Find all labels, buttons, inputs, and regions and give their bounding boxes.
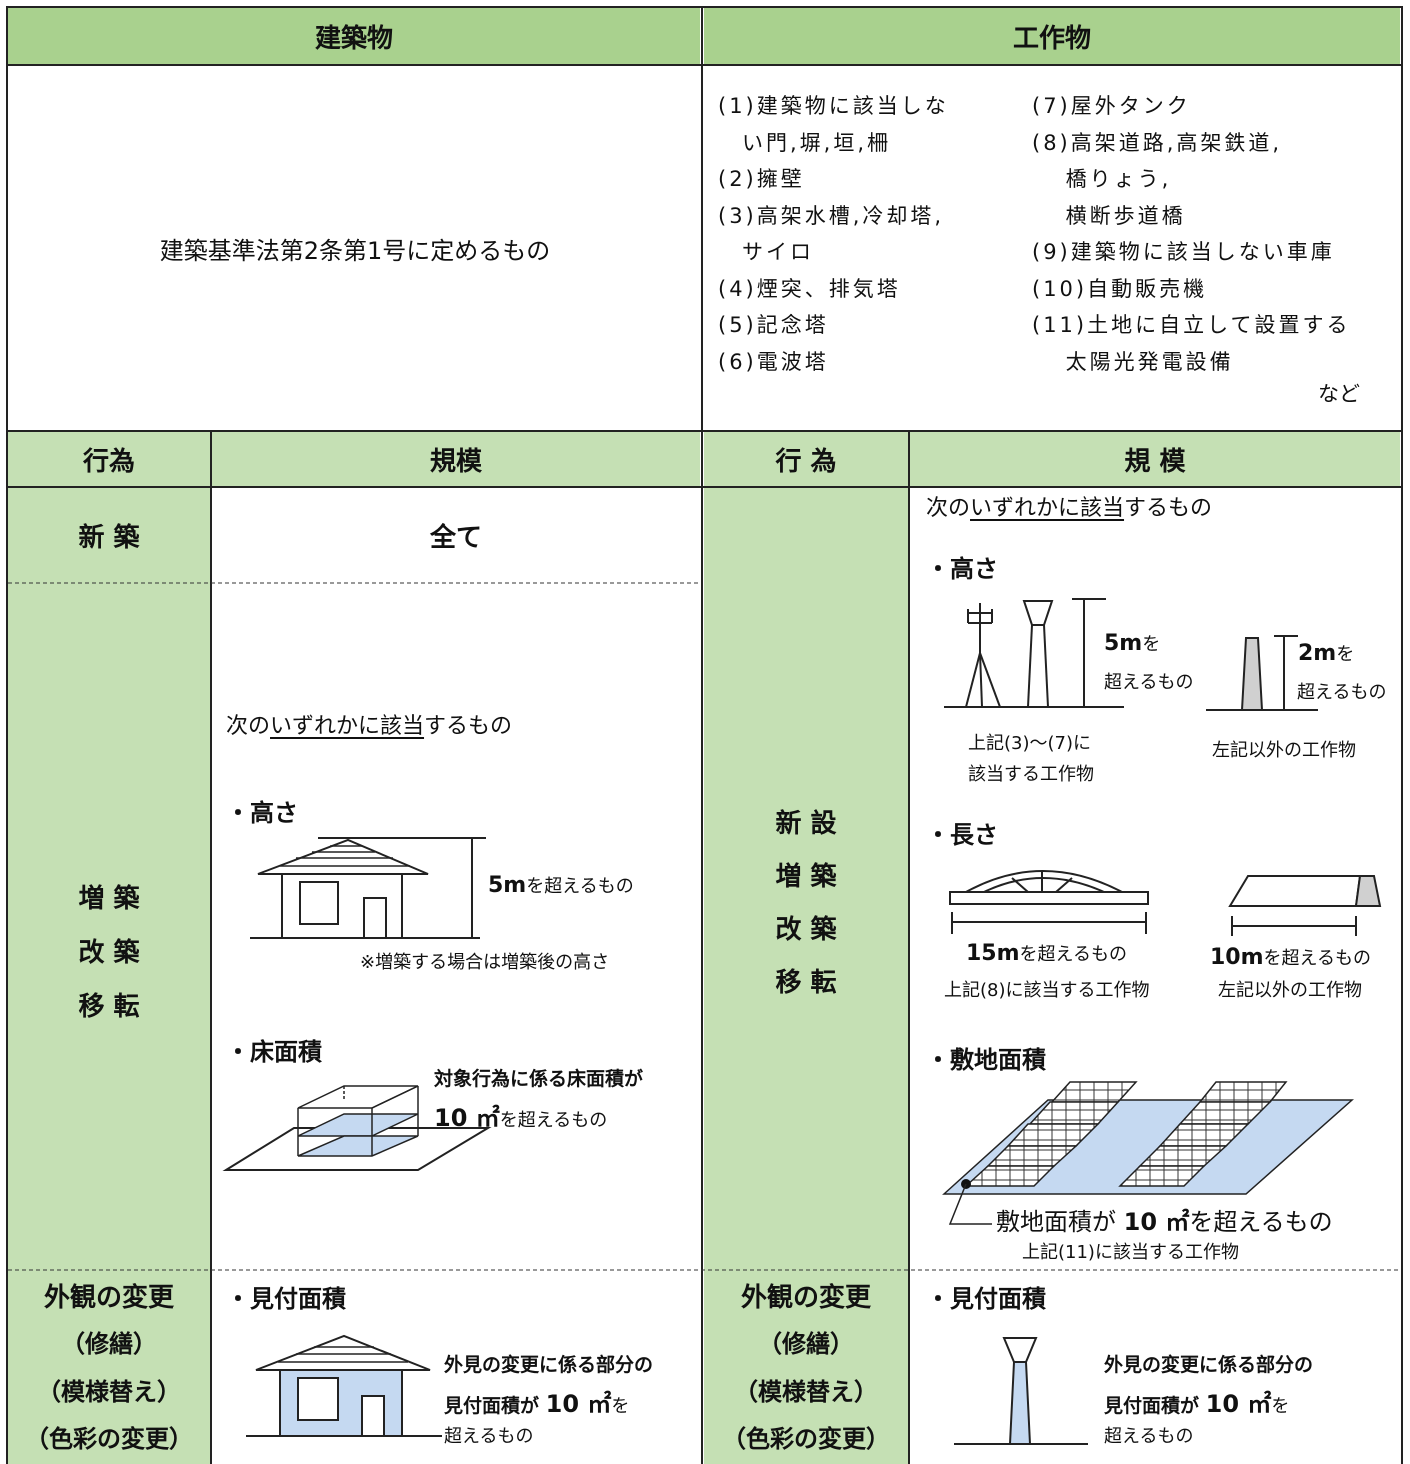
list-item: (10)自動販売機 — [1032, 276, 1208, 301]
building-definition: 建築基準法第2条第1号に定めるもの — [159, 236, 551, 265]
building-height-label: 5mを超えるもの — [488, 873, 634, 898]
tower-facade-illustration — [954, 1337, 1088, 1445]
structure-appearance-label-2: 見付面積が 10 ㎡を — [1104, 1390, 1290, 1418]
list-item: (1)建築物に該当しな — [718, 94, 949, 118]
h2-label: 2mを — [1298, 641, 1355, 666]
list-item: (5)記念塔 — [718, 313, 829, 337]
structure-list-left: (1)建築物に該当しな い門,塀,垣,柵 (2)擁壁 (3)高架水槽,冷却塔, … — [718, 88, 949, 380]
vending-length-illustration — [1228, 875, 1382, 936]
h2-label-2: 超えるもの — [1297, 682, 1387, 703]
structure-length-title: ・長さ — [926, 821, 998, 849]
structure-appearance-title: ・見付面積 — [926, 1285, 1046, 1313]
building-appearance-label-3: 超えるもの — [444, 1426, 534, 1447]
subheader-scale-structure: 規 模 — [910, 432, 1400, 486]
list-item: (4)煙突、排気塔 — [718, 276, 901, 301]
l15-caption: 上記(8)に該当する工作物 — [944, 980, 1150, 1001]
list-item: (11)土地に自立して設置する — [1032, 313, 1351, 337]
building-act-column — [8, 488, 210, 1464]
floor-label-1: 対象行為に係る床面積が — [434, 1068, 644, 1090]
subheader-act-building: 行為 — [8, 432, 210, 486]
l10-caption: 左記以外の工作物 — [1218, 980, 1362, 1001]
list-item: (8)高架道路,高架鉄道, — [1032, 130, 1283, 155]
list-item: 橋りょう, — [1032, 167, 1172, 191]
l10-label: 10mを超えるもの — [1210, 945, 1372, 970]
bridge-length-illustration — [949, 870, 1149, 934]
house-height-illustration — [250, 837, 486, 939]
subheader-scale-building: 規模 — [212, 432, 700, 486]
list-item: (9)建築物に該当しない車庫 — [1032, 240, 1335, 264]
subheader-act-structure: 行 為 — [704, 432, 908, 486]
structure-appearance-label-3: 超えるもの — [1104, 1426, 1194, 1447]
list-item: (3)高架水槽,冷却塔, — [718, 203, 945, 228]
structure-height-title: ・高さ — [926, 555, 998, 583]
list-item: い門,塀,垣,柵 — [718, 130, 892, 155]
header-building: 建築物 — [8, 8, 700, 64]
building-act-ext: 増 築 改 築 移 転 — [78, 884, 140, 1022]
building-any-text: 次のいずれかに該当するもの — [226, 714, 513, 739]
site-label: 敷地面積が 10 ㎡を超えるもの — [996, 1208, 1333, 1236]
structure-appearance-act: 外観の変更 （修繕） （模様替え） （色彩の変更） — [722, 1283, 890, 1453]
h5-label: 5mを — [1104, 631, 1161, 656]
structure-site-title: ・敷地面積 — [926, 1046, 1046, 1074]
building-height-title: ・高さ — [226, 799, 298, 827]
header-structure: 工作物 — [704, 8, 1400, 64]
structure-appearance-label-1: 外見の変更に係る部分の — [1104, 1354, 1314, 1376]
h5-caption-1: 上記(3)～(7)に — [968, 733, 1091, 754]
list-item: (2)擁壁 — [718, 167, 805, 191]
floor-label-2: 10 ㎡を超えるもの — [434, 1104, 608, 1132]
solar-site-illustration — [942, 1081, 1354, 1225]
structure-any-text: 次のいずれかに該当するもの — [926, 496, 1213, 521]
list-etc: など — [1318, 382, 1360, 406]
structure-act-column — [704, 488, 908, 1464]
building-scale-all: 全て — [429, 522, 482, 553]
tower-height-illustration — [944, 598, 1124, 708]
structure-list-right: (7)屋外タンク (8)高架道路,高架鉄道, 橋りょう, 横断歩道橋 (9)建築… — [1032, 88, 1350, 380]
building-appearance-label-2: 見付面積が 10 ㎡を — [444, 1390, 630, 1418]
l15-label: 15mを超えるもの — [966, 941, 1128, 966]
building-act-new: 新 築 — [78, 522, 140, 553]
floor-area-illustration — [222, 1085, 492, 1171]
house-facade-illustration — [246, 1334, 442, 1437]
list-item: 横断歩道橋 — [1032, 203, 1186, 228]
list-item: 太陽光発電設備 — [1032, 349, 1234, 374]
list-item: (6)電波塔 — [718, 349, 829, 374]
h5-label-2: 超えるもの — [1104, 672, 1194, 693]
site-caption: 上記(11)に該当する工作物 — [1022, 1242, 1239, 1263]
h5-caption-2: 該当する工作物 — [968, 764, 1094, 785]
building-height-note: ※増築する場合は増築後の高さ — [360, 952, 610, 973]
list-item: (7)屋外タンク — [1032, 94, 1191, 118]
building-floor-title: ・床面積 — [226, 1038, 322, 1066]
building-appearance-label-1: 外見の変更に係る部分の — [444, 1354, 654, 1376]
structure-act-ext: 新 設 増 築 改 築 移 転 — [775, 809, 837, 998]
building-appearance-title: ・見付面積 — [226, 1285, 346, 1313]
list-item: サイロ — [718, 240, 814, 264]
h2-caption: 左記以外の工作物 — [1212, 740, 1356, 761]
chimney-height-illustration — [1206, 635, 1318, 711]
building-appearance-act: 外観の変更 （修繕） （模様替え） （色彩の変更） — [25, 1283, 193, 1453]
